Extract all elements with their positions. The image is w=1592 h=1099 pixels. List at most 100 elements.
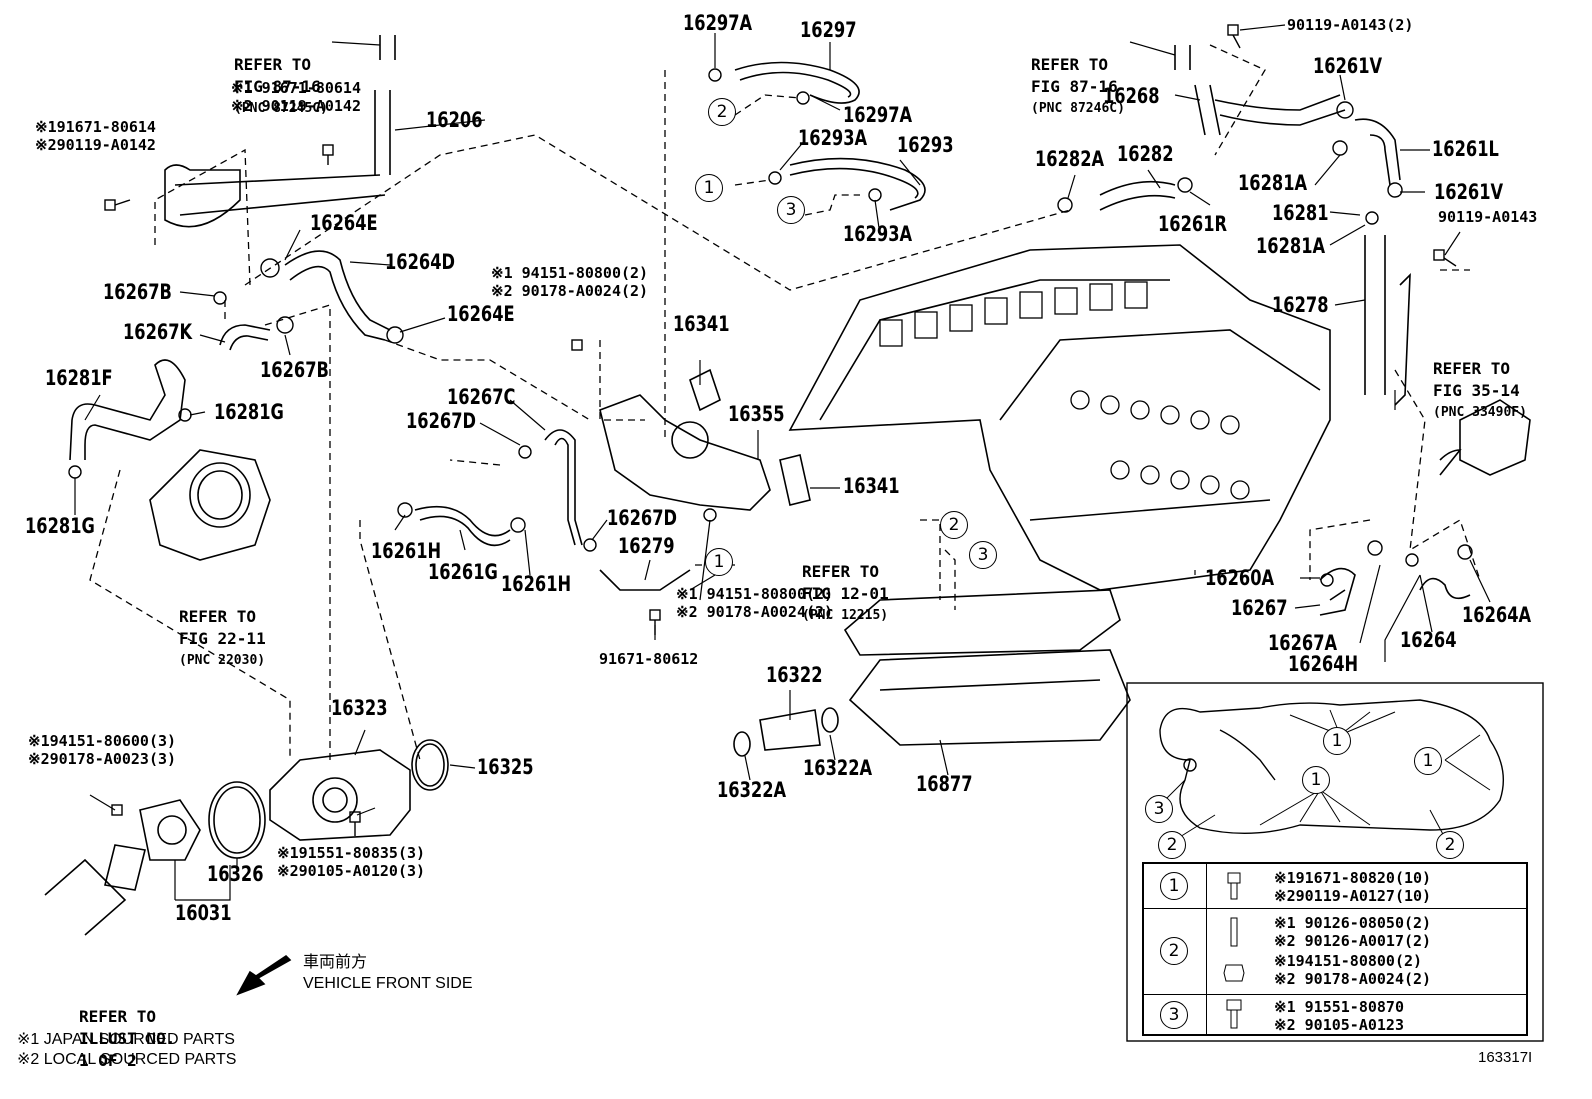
part-16322: 16322 — [766, 663, 823, 687]
part-16264H: 16264H — [1288, 652, 1359, 676]
part-16281A-upper: 16281A — [1238, 171, 1308, 195]
fastener-bolt-2: ※290105-A0120(3) — [277, 862, 426, 880]
fastener-thermo-1: ※194151-80600(3) — [28, 732, 177, 750]
fastener-top-1: ※1 91671-80614 — [231, 79, 361, 97]
part-16267C: 16267C — [447, 385, 516, 409]
part-16261R: 16261R — [1158, 212, 1228, 236]
part-16261G: 16261G — [428, 560, 498, 584]
engine-ports — [879, 281, 1250, 500]
fastener-thermo-2: ※290178-A0023(3) — [28, 750, 177, 768]
part-16264D: 16264D — [385, 250, 456, 274]
dashed-leaders — [89, 44, 1481, 761]
part-16297A-lower: 16297A — [843, 103, 913, 127]
inset-callout-1a: 1 — [1323, 727, 1351, 755]
part-16261H-left: 16261H — [371, 539, 442, 563]
part-16293: 16293 — [897, 133, 954, 157]
fastener-mid-2: ※2 90178-A0024(2) — [491, 282, 649, 300]
part-16261H-right: 16261H — [501, 572, 572, 596]
part-16267A: 16267A — [1268, 631, 1338, 655]
table-row: 2 ※1 90126-08050(2) ※2 90126-A0017(2) ※1… — [1144, 908, 1526, 995]
fastener-bolt-1: ※191551-80835(3) — [277, 844, 426, 862]
part-16264E-lower: 16264E — [447, 302, 515, 326]
fastener-low-1: ※1 94151-80800(2) — [676, 585, 834, 603]
part-16877: 16877 — [916, 772, 973, 796]
part-16264A: 16264A — [1462, 603, 1532, 627]
fastener-topleft-2: ※290119-A0142 — [35, 136, 156, 154]
callout-3-mid: 3 — [969, 541, 997, 569]
inset-gasket — [1126, 682, 1544, 1042]
bolt-icon — [1227, 872, 1241, 900]
label-leaders — [74, 24, 1491, 901]
inset-callout-1b: 1 — [1414, 747, 1442, 775]
part-16279: 16279 — [618, 534, 675, 558]
figure-id: 163317I — [1478, 1049, 1533, 1066]
part-16341-lower: 16341 — [843, 474, 900, 498]
part-16261V-lower: 16261V — [1434, 180, 1504, 204]
inset-callout-1c: 1 — [1302, 766, 1330, 794]
part-16281: 16281 — [1272, 201, 1329, 225]
vehicle-front-label-en: VEHICLE FRONT SIDE — [303, 975, 473, 992]
part-16355: 16355 — [728, 402, 785, 426]
fastener-91671-80612: 91671-80612 — [599, 650, 699, 668]
part-16206: 16206 — [426, 108, 483, 132]
part-16267B-left: 16267B — [103, 280, 172, 304]
fastener-top-2: ※2 90119-A0142 — [231, 97, 361, 115]
part-16281F: 16281F — [45, 366, 113, 390]
part-16260A: 16260A — [1205, 566, 1275, 590]
part-16278: 16278 — [1272, 293, 1329, 317]
stud-icon — [1230, 917, 1238, 947]
part-16264E-upper: 16264E — [310, 211, 378, 235]
fastener-low-2: ※2 90178-A0024(2) — [676, 603, 834, 621]
part-16282A: 16282A — [1035, 147, 1105, 171]
table-line: ※2 90178-A0024(2) — [1274, 970, 1432, 988]
part-16267: 16267 — [1231, 596, 1288, 620]
part-16281G-upper: 16281G — [214, 400, 284, 424]
part-16281G-lower: 16281G — [25, 514, 95, 538]
callout-1-mid: 1 — [705, 548, 733, 576]
inset-callout-3: 3 — [1145, 795, 1173, 823]
part-16267K: 16267K — [123, 320, 193, 344]
clamps — [68, 68, 1473, 587]
part-16323: 16323 — [331, 696, 388, 720]
inset-callout-2-right: 2 — [1436, 831, 1464, 859]
vehicle-front-arrow — [236, 954, 292, 996]
fastener-topleft-1: ※191671-80614 — [35, 118, 156, 136]
fastener-mid-1: ※1 94151-80800(2) — [491, 264, 649, 282]
part-16297: 16297 — [800, 18, 857, 42]
table-line: ※191671-80820(10) — [1274, 869, 1432, 887]
legend-local-sourced: ※2 LOCAL SOURCED PARTS — [17, 1051, 237, 1068]
callout-2-top: 2 — [708, 98, 736, 126]
table-line: ※1 91551-80870 — [1274, 998, 1404, 1016]
part-16325: 16325 — [477, 755, 534, 779]
part-16261V-upper: 16261V — [1313, 54, 1383, 78]
part-16341-upper: 16341 — [673, 312, 730, 336]
part-16322A-right: 16322A — [803, 756, 873, 780]
part-16281A-lower: 16281A — [1256, 234, 1326, 258]
table-row: 3 ※1 91551-80870 ※2 90105-A0123 — [1144, 994, 1526, 1035]
part-16326: 16326 — [207, 862, 264, 886]
nut-icon — [1223, 964, 1245, 982]
fastener-table: 1 ※191671-80820(10) ※290119-A0127(10) 2 … — [1142, 862, 1528, 1036]
callout-1-top: 1 — [695, 174, 723, 202]
fastener-90119-A0143: 90119-A0143 — [1438, 208, 1538, 226]
inset-callout-2-left: 2 — [1158, 831, 1186, 859]
part-16282: 16282 — [1117, 142, 1174, 166]
table-line: ※194151-80800(2) — [1274, 952, 1423, 970]
part-16293A-lower: 16293A — [843, 222, 913, 246]
hoses — [44, 35, 1531, 936]
table-line: ※2 90105-A0123 — [1274, 1016, 1404, 1034]
part-16293A-top: 16293A — [798, 126, 868, 150]
table-key-3: 3 — [1160, 1001, 1188, 1029]
legend-japan-sourced: ※1 JAPAN SOURCED PARTS — [17, 1031, 235, 1048]
part-16267B-lower: 16267B — [260, 358, 329, 382]
part-16261L: 16261L — [1432, 137, 1499, 161]
table-line: ※1 90126-08050(2) — [1274, 914, 1432, 932]
